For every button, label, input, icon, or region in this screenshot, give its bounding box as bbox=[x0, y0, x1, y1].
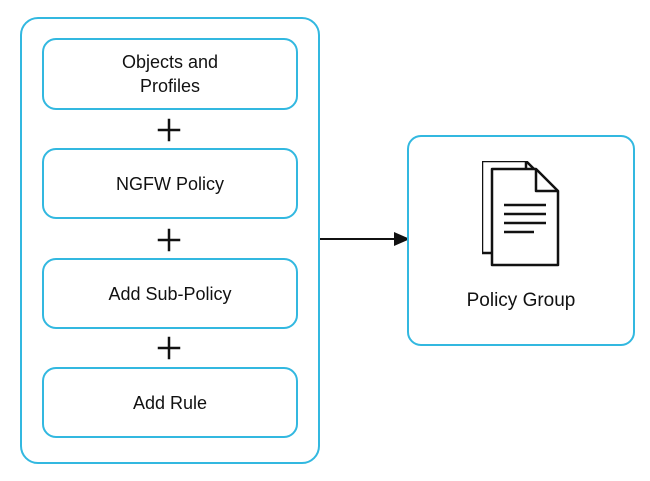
policy-group-card: Policy Group bbox=[407, 135, 635, 346]
add-rule-label: Add Rule bbox=[132, 392, 208, 413]
plus-icon bbox=[156, 227, 182, 253]
add-sub-policy-box: Add Sub-Policy bbox=[42, 258, 298, 329]
policy-group-label: Policy Group bbox=[466, 290, 576, 311]
objects-and-profiles-box: Objects and Profiles bbox=[42, 38, 298, 110]
ngfw-policy-label: NGFW Policy bbox=[116, 173, 224, 194]
plus-icon bbox=[156, 335, 182, 361]
right-arrow-icon bbox=[320, 229, 412, 249]
objects-and-profiles-label: Objects and Profiles bbox=[121, 52, 219, 96]
add-sub-policy-label: Add Sub-Policy bbox=[108, 283, 232, 304]
ngfw-policy-box: NGFW Policy bbox=[42, 148, 298, 219]
plus-icon bbox=[156, 117, 182, 143]
document-stack-icon bbox=[482, 161, 562, 267]
add-rule-box: Add Rule bbox=[42, 367, 298, 438]
